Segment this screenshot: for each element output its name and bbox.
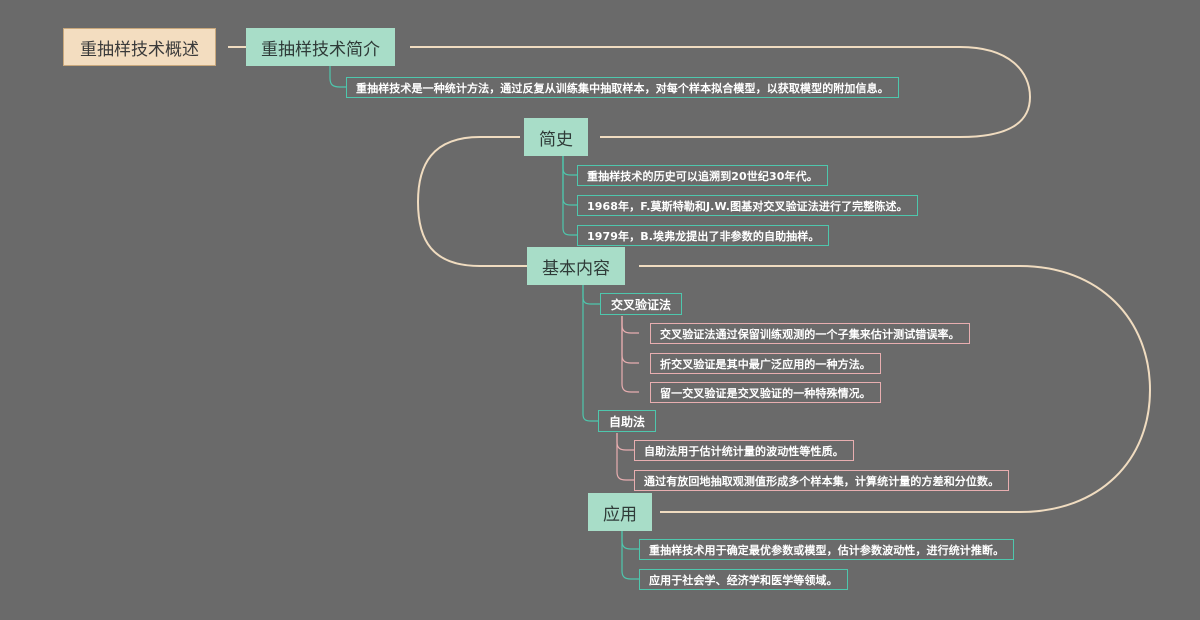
topic-label-3: 应用 xyxy=(603,504,637,525)
branch-topic1-leaf2 xyxy=(562,156,577,236)
topic-node-2[interactable]: 基本内容 xyxy=(527,247,625,285)
branch-topic2-sub0 xyxy=(582,285,600,305)
leaf-node-0-0[interactable]: 重抽样技术是一种统计方法，通过反复从训练集中抽取样本，对每个样本拟合模型，以获取… xyxy=(346,77,899,98)
leaf-label-2-1-0: 自助法用于估计统计量的波动性等性质。 xyxy=(644,444,844,458)
topic-label-1: 简史 xyxy=(539,129,573,150)
branch-sub1-leaf1 xyxy=(616,433,634,481)
leaf-label-1-0: 重抽样技术的历史可以追溯到20世纪30年代。 xyxy=(587,169,818,183)
leaf-node-3-1[interactable]: 应用于社会学、经济学和医学等领域。 xyxy=(639,569,848,590)
root-label: 重抽样技术概述 xyxy=(80,39,199,60)
leaf-label-2-0-2: 留一交叉验证是交叉验证的一种特殊情况。 xyxy=(660,386,871,400)
leaf-node-1-1[interactable]: 1968年，F.莫斯特勒和J.W.图基对交叉验证法进行了完整陈述。 xyxy=(577,195,918,216)
leaf-label-2-1-1: 通过有放回地抽取观测值形成多个样本集，计算统计量的方差和分位数。 xyxy=(644,474,1000,488)
leaf-node-2-0-1[interactable]: 折交叉验证是其中最广泛应用的一种方法。 xyxy=(650,353,881,374)
root-node[interactable]: 重抽样技术概述 xyxy=(63,28,216,66)
topic-node-0[interactable]: 重抽样技术简介 xyxy=(246,28,395,66)
leaf-label-1-1: 1968年，F.莫斯特勒和J.W.图基对交叉验证法进行了完整陈述。 xyxy=(587,199,908,213)
subtopic-label-2-0: 交叉验证法 xyxy=(611,297,672,312)
subtopic-label-2-1: 自助法 xyxy=(609,414,646,429)
leaf-node-1-2[interactable]: 1979年，B.埃弗龙提出了非参数的自助抽样。 xyxy=(577,225,830,246)
topic-label-0: 重抽样技术简介 xyxy=(261,39,380,60)
subtopic-node-2-0[interactable]: 交叉验证法 xyxy=(600,293,683,315)
branch-topic3-leaf1 xyxy=(621,531,639,580)
topic-label-2: 基本内容 xyxy=(542,258,610,279)
branch-topic1-leaf1 xyxy=(562,156,577,206)
leaf-label-3-0: 重抽样技术用于确定最优参数或模型，估计参数波动性，进行统计推断。 xyxy=(649,543,1005,557)
leaf-node-2-0-0[interactable]: 交叉验证法通过保留训练观测的一个子集来估计测试错误率。 xyxy=(650,323,970,344)
branch-sub0-leaf1 xyxy=(621,316,639,364)
branch-topic0-leaf0 xyxy=(329,66,346,88)
subtopic-node-2-1[interactable]: 自助法 xyxy=(598,410,657,432)
branch-topic3-leaf0 xyxy=(621,531,639,550)
leaf-label-0-0: 重抽样技术是一种统计方法，通过反复从训练集中抽取样本，对每个样本拟合模型，以获取… xyxy=(356,81,889,95)
topic-node-3[interactable]: 应用 xyxy=(588,493,652,531)
topic-node-1[interactable]: 简史 xyxy=(524,118,588,156)
leaf-node-2-1-0[interactable]: 自助法用于估计统计量的波动性等性质。 xyxy=(634,440,854,461)
leaf-node-2-0-2[interactable]: 留一交叉验证是交叉验证的一种特殊情况。 xyxy=(650,382,881,403)
branch-topic1-leaf0 xyxy=(562,156,577,176)
leaf-node-1-0[interactable]: 重抽样技术的历史可以追溯到20世纪30年代。 xyxy=(577,165,828,186)
branch-sub0-leaf0 xyxy=(621,316,639,334)
leaf-label-2-0-1: 折交叉验证是其中最广泛应用的一种方法。 xyxy=(660,357,871,371)
leaf-node-3-0[interactable]: 重抽样技术用于确定最优参数或模型，估计参数波动性，进行统计推断。 xyxy=(639,539,1015,560)
branch-sub0-leaf2 xyxy=(621,316,639,393)
leaf-node-2-1-1[interactable]: 通过有放回地抽取观测值形成多个样本集，计算统计量的方差和分位数。 xyxy=(634,470,1010,491)
leaf-label-3-1: 应用于社会学、经济学和医学等领域。 xyxy=(649,573,838,587)
branch-sub1-leaf0 xyxy=(616,433,634,451)
leaf-label-1-2: 1979年，B.埃弗龙提出了非参数的自助抽样。 xyxy=(587,229,820,243)
leaf-label-2-0-0: 交叉验证法通过保留训练观测的一个子集来估计测试错误率。 xyxy=(660,327,960,341)
branch-topic2-sub1 xyxy=(582,285,598,422)
spine-topic1-to-topic2 xyxy=(416,136,527,267)
